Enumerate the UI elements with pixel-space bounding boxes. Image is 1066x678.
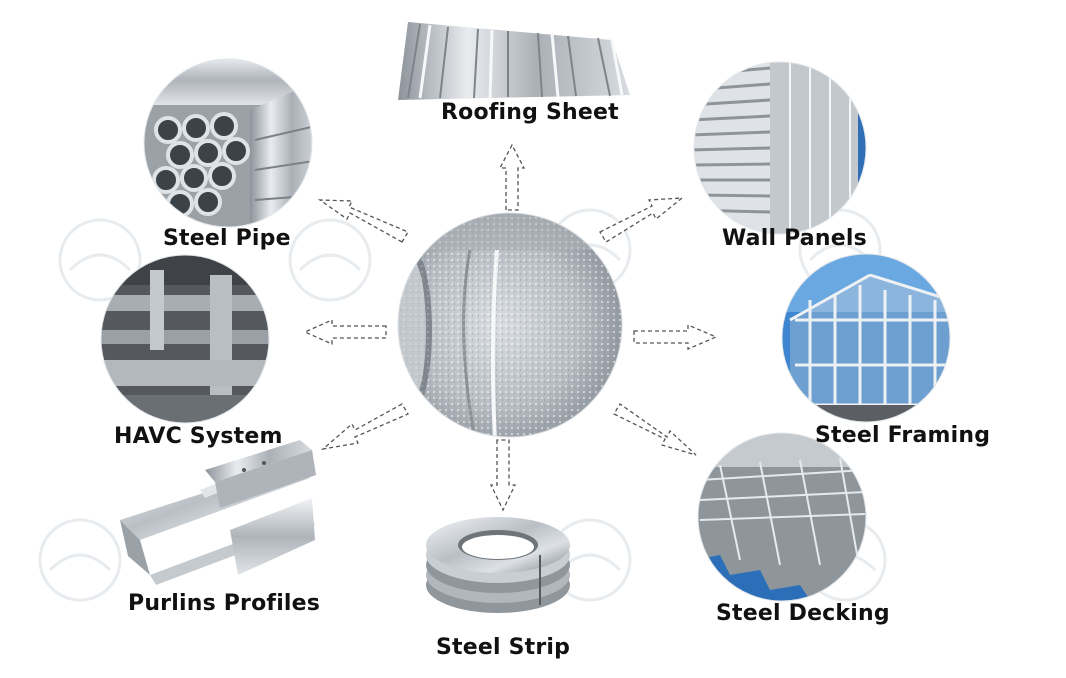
label-purlins-profiles: Purlins Profiles [128,591,321,616]
center-coil-image [398,213,622,437]
label-roofing-sheet: Roofing Sheet [441,100,619,125]
dashed-arrow-icon [613,403,697,456]
watermark-logo-icon [38,208,887,602]
image-frames [100,58,951,602]
arrows [303,143,718,512]
dashed-arrow-icon [498,143,526,211]
dashed-arrow-icon [317,199,409,243]
havc-system-image [101,255,269,423]
dashed-arrow-icon [489,439,517,512]
purlins-profiles-image [120,440,316,585]
label-steel-pipe: Steel Pipe [163,226,291,251]
dashed-arrow-icon [599,197,684,243]
roofing-sheet-image [398,22,630,100]
steel-strip-image [426,517,570,613]
dashed-arrow-icon [633,324,718,350]
steel-framing-image [782,254,950,422]
dashed-arrow-icon [303,318,387,346]
steel-decking-image [698,433,866,601]
label-steel-decking: Steel Decking [716,601,890,626]
wall-panels-image [694,62,866,234]
steel-pipe-image [144,59,312,227]
label-havc-system: HAVC System [114,424,283,449]
label-wall-panels: Wall Panels [722,226,867,251]
dashed-arrow-icon [320,403,409,451]
label-steel-strip: Steel Strip [436,635,571,660]
label-steel-framing: Steel Framing [815,423,991,448]
